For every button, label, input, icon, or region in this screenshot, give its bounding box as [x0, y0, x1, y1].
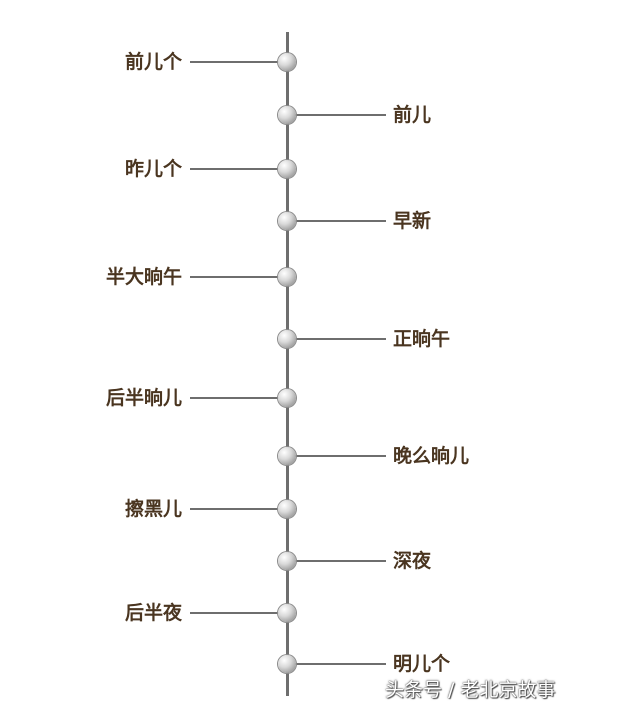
- node-dot: [278, 53, 296, 71]
- node-label: 前儿个: [124, 51, 182, 73]
- node-label: 正晌午: [393, 328, 451, 350]
- node-label: 深夜: [393, 550, 432, 572]
- connector-line: [288, 455, 386, 457]
- node-dot: [278, 330, 296, 348]
- connector-line: [190, 397, 288, 399]
- timeline-spine: [286, 32, 289, 696]
- node-label: 擦黑儿: [124, 498, 182, 520]
- node-label: 前儿: [393, 104, 432, 126]
- node-dot: [278, 447, 296, 465]
- connector-line: [288, 663, 386, 665]
- node-label: 后半夜: [124, 602, 182, 624]
- node-label: 半大晌午: [105, 266, 182, 288]
- connector-line: [190, 61, 288, 63]
- node-dot: [278, 500, 296, 518]
- connector-line: [288, 220, 386, 222]
- node-dot: [278, 212, 296, 230]
- node-dot: [278, 655, 296, 673]
- node-label: 晚么晌儿: [393, 445, 470, 467]
- connector-line: [190, 612, 288, 614]
- node-label: 明儿个: [393, 653, 451, 675]
- connector-line: [288, 338, 386, 340]
- node-dot: [278, 268, 296, 286]
- connector-line: [288, 114, 386, 116]
- watermark: 头条号 / 老北京故事: [385, 679, 556, 701]
- connector-line: [190, 276, 288, 278]
- connector-line: [288, 560, 386, 562]
- node-label: 后半晌儿: [105, 387, 182, 409]
- node-label: 昨儿个: [124, 158, 182, 180]
- node-dot: [278, 552, 296, 570]
- node-dot: [278, 106, 296, 124]
- node-dot: [278, 160, 296, 178]
- connector-line: [190, 508, 288, 510]
- connector-line: [190, 168, 288, 170]
- node-label: 早新: [393, 210, 432, 232]
- node-dot: [278, 604, 296, 622]
- node-dot: [278, 389, 296, 407]
